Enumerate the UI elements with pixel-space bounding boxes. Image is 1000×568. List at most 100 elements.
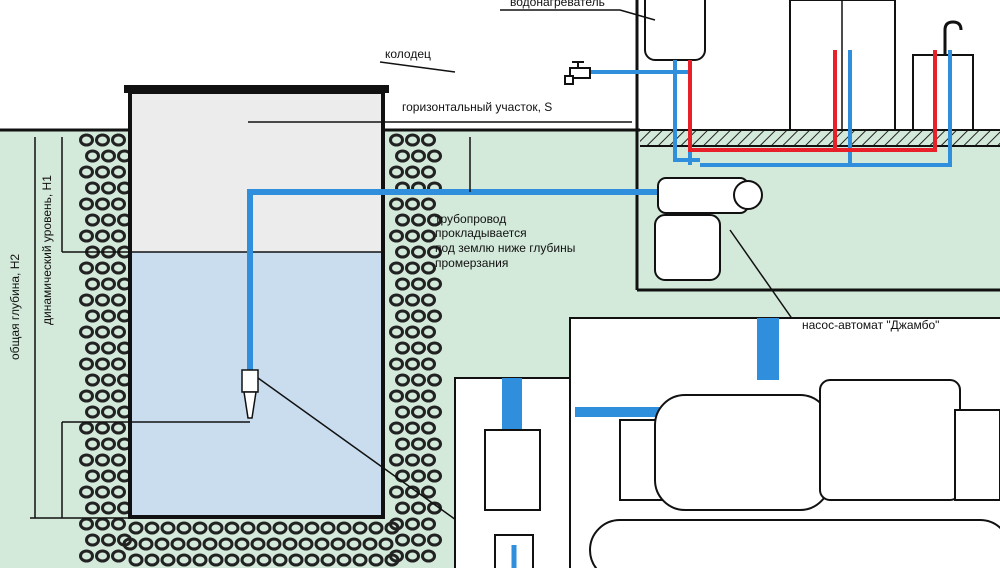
- stone: [256, 553, 272, 567]
- stone: [395, 341, 410, 355]
- well: [124, 85, 389, 519]
- horizontal-section-label: горизонтальный участок, S: [402, 100, 553, 114]
- stone: [79, 357, 94, 371]
- detail-inset: [454, 317, 1000, 568]
- stone: [202, 537, 218, 551]
- stone: [298, 537, 314, 551]
- stone: [389, 133, 404, 147]
- stone: [272, 521, 288, 535]
- stone: [224, 553, 240, 567]
- stone: [427, 533, 442, 547]
- stone: [101, 213, 116, 227]
- stone: [95, 485, 110, 499]
- stone: [421, 517, 436, 531]
- stone: [405, 261, 420, 275]
- stone: [85, 181, 100, 195]
- stone: [79, 325, 94, 339]
- stone: [346, 537, 362, 551]
- bathtub: [912, 54, 974, 131]
- stone: [95, 229, 110, 243]
- pump-station: [654, 177, 763, 281]
- pipeline-note-line-4: промерзания: [435, 256, 509, 270]
- stone: [362, 537, 378, 551]
- stone: [421, 389, 436, 403]
- water-heater-label: водонагреватель: [510, 0, 605, 9]
- stone: [395, 245, 410, 259]
- stone: [421, 549, 436, 563]
- stone: [411, 373, 426, 387]
- stone: [79, 517, 94, 531]
- stone: [427, 341, 442, 355]
- stone: [170, 537, 186, 551]
- stone: [122, 537, 138, 551]
- stone: [208, 553, 224, 567]
- stone: [411, 341, 426, 355]
- stone: [79, 485, 94, 499]
- stone: [389, 485, 404, 499]
- stone: [79, 549, 94, 563]
- stone: [111, 325, 126, 339]
- stone: [389, 357, 404, 371]
- stone: [95, 197, 110, 211]
- stone: [389, 165, 404, 179]
- stone: [85, 149, 100, 163]
- stone: [405, 197, 420, 211]
- stone: [389, 325, 404, 339]
- stone: [160, 521, 176, 535]
- stone: [282, 537, 298, 551]
- stone: [395, 309, 410, 323]
- stone: [85, 469, 100, 483]
- stone: [111, 357, 126, 371]
- stone: [320, 553, 336, 567]
- stone: [79, 229, 94, 243]
- stone: [389, 229, 404, 243]
- stone: [395, 405, 410, 419]
- stone: [176, 521, 192, 535]
- stone: [352, 521, 368, 535]
- stone: [421, 133, 436, 147]
- stone: [111, 261, 126, 275]
- stone: [288, 553, 304, 567]
- stone: [405, 421, 420, 435]
- stone: [111, 517, 126, 531]
- stone: [101, 469, 116, 483]
- stone: [336, 521, 352, 535]
- stone: [421, 421, 436, 435]
- stone: [186, 537, 202, 551]
- stone: [128, 521, 144, 535]
- stone: [427, 277, 442, 291]
- stone: [85, 373, 100, 387]
- stone: [411, 533, 426, 547]
- stone: [101, 277, 116, 291]
- stone: [101, 309, 116, 323]
- stone: [411, 245, 426, 259]
- stone: [384, 521, 400, 535]
- stone: [95, 453, 110, 467]
- stone: [111, 165, 126, 179]
- stone: [111, 453, 126, 467]
- stone: [101, 533, 116, 547]
- stone: [427, 373, 442, 387]
- pipeline-note-line-2: прокладывается: [435, 226, 527, 240]
- house: [635, 0, 1000, 292]
- stone: [138, 537, 154, 551]
- stone: [427, 469, 442, 483]
- stone: [85, 405, 100, 419]
- stone: [218, 537, 234, 551]
- stone: [111, 197, 126, 211]
- stone: [101, 181, 116, 195]
- stone: [304, 521, 320, 535]
- stone: [101, 373, 116, 387]
- stone: [411, 213, 426, 227]
- tap-icon: [564, 61, 591, 85]
- stone: [234, 537, 250, 551]
- stone: [421, 453, 436, 467]
- stone: [427, 213, 442, 227]
- pipeline-note-line-3: под землю ниже глубины: [435, 241, 576, 255]
- stone: [405, 229, 420, 243]
- dynamic-level-label: динамический уровень, H1: [40, 175, 54, 325]
- stone: [192, 521, 208, 535]
- supply-pipe: [247, 189, 660, 372]
- stone: [85, 213, 100, 227]
- stone: [250, 537, 266, 551]
